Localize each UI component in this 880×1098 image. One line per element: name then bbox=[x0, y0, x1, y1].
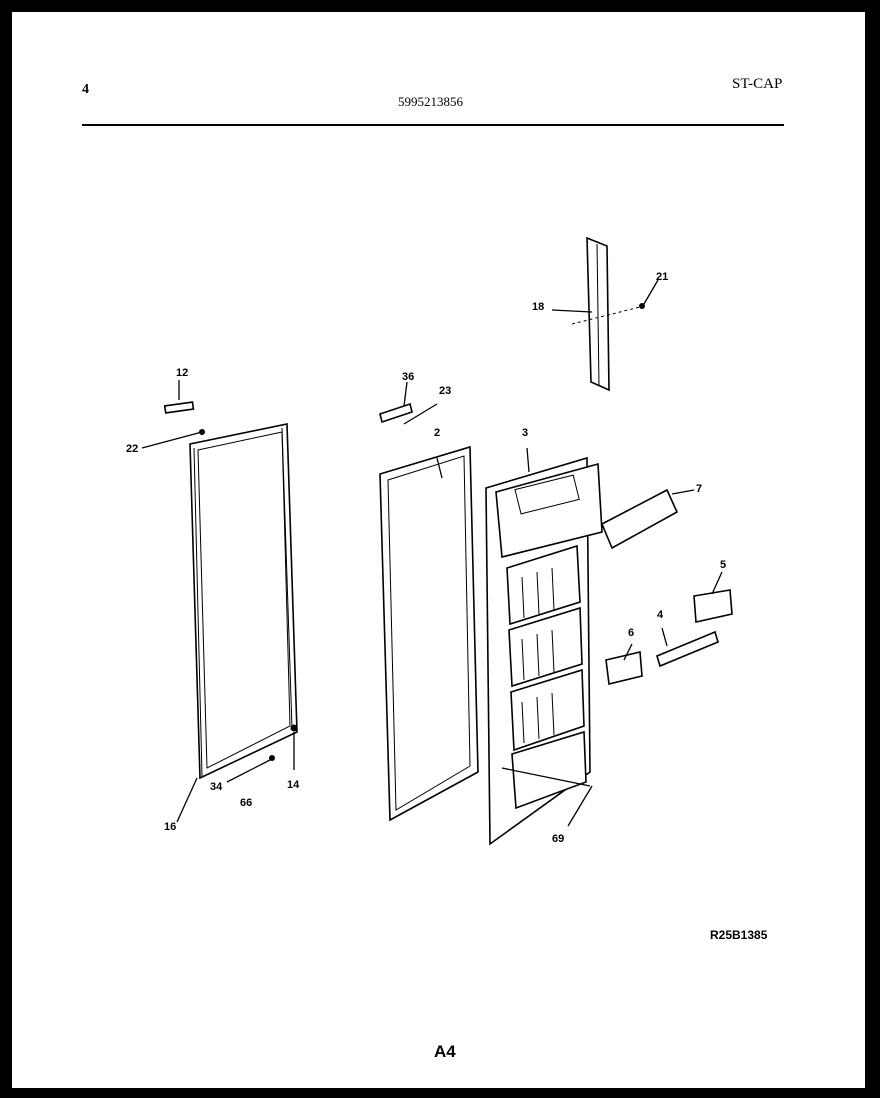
parts-diagram-sheet: 4 5995213856 ST-CAP bbox=[12, 12, 865, 1088]
door-gasket bbox=[379, 445, 479, 822]
callout-14: 14 bbox=[287, 779, 300, 791]
hinge-bracket bbox=[379, 402, 438, 425]
clip-5 bbox=[693, 589, 733, 623]
exploded-view-drawing: 12 22 16 34 66 14 36 23 2 3 18 21 7 5 4 … bbox=[126, 236, 733, 846]
handle-piece bbox=[163, 401, 195, 414]
vertical-hinge-bar bbox=[586, 236, 610, 392]
callout-36: 36 bbox=[402, 371, 414, 383]
callout-66: 66 bbox=[240, 797, 252, 809]
part-66 bbox=[269, 755, 275, 761]
callout-2: 2 bbox=[434, 427, 440, 439]
bracket-6 bbox=[605, 651, 643, 685]
page-number: 4 bbox=[82, 82, 89, 97]
callout-34: 34 bbox=[210, 781, 223, 793]
callout-4: 4 bbox=[657, 609, 664, 621]
reference-code: R25B1385 bbox=[710, 928, 768, 942]
callout-69: 69 bbox=[552, 833, 564, 845]
shelf-bar-7 bbox=[600, 488, 679, 550]
callout-12: 12 bbox=[176, 367, 188, 379]
sheet-code: ST-CAP bbox=[732, 76, 783, 92]
callout-23: 23 bbox=[439, 385, 451, 397]
callout-18: 18 bbox=[532, 301, 544, 313]
callout-7: 7 bbox=[696, 483, 702, 495]
callout-3: 3 bbox=[522, 427, 528, 439]
footer-label: A4 bbox=[434, 1042, 456, 1061]
model-number: 5995213856 bbox=[398, 94, 463, 109]
callout-22: 22 bbox=[126, 443, 138, 455]
callout-16-frame: 16 bbox=[164, 821, 176, 833]
rail-4 bbox=[656, 630, 719, 668]
header-divider bbox=[82, 124, 784, 126]
screw-21 bbox=[639, 303, 645, 309]
callout-21: 21 bbox=[656, 271, 668, 283]
callout-6: 6 bbox=[628, 627, 634, 639]
outer-door-frame bbox=[189, 423, 298, 780]
screw-14 bbox=[290, 724, 298, 732]
callout-5: 5 bbox=[720, 559, 726, 571]
inner-door-panel bbox=[485, 456, 603, 846]
